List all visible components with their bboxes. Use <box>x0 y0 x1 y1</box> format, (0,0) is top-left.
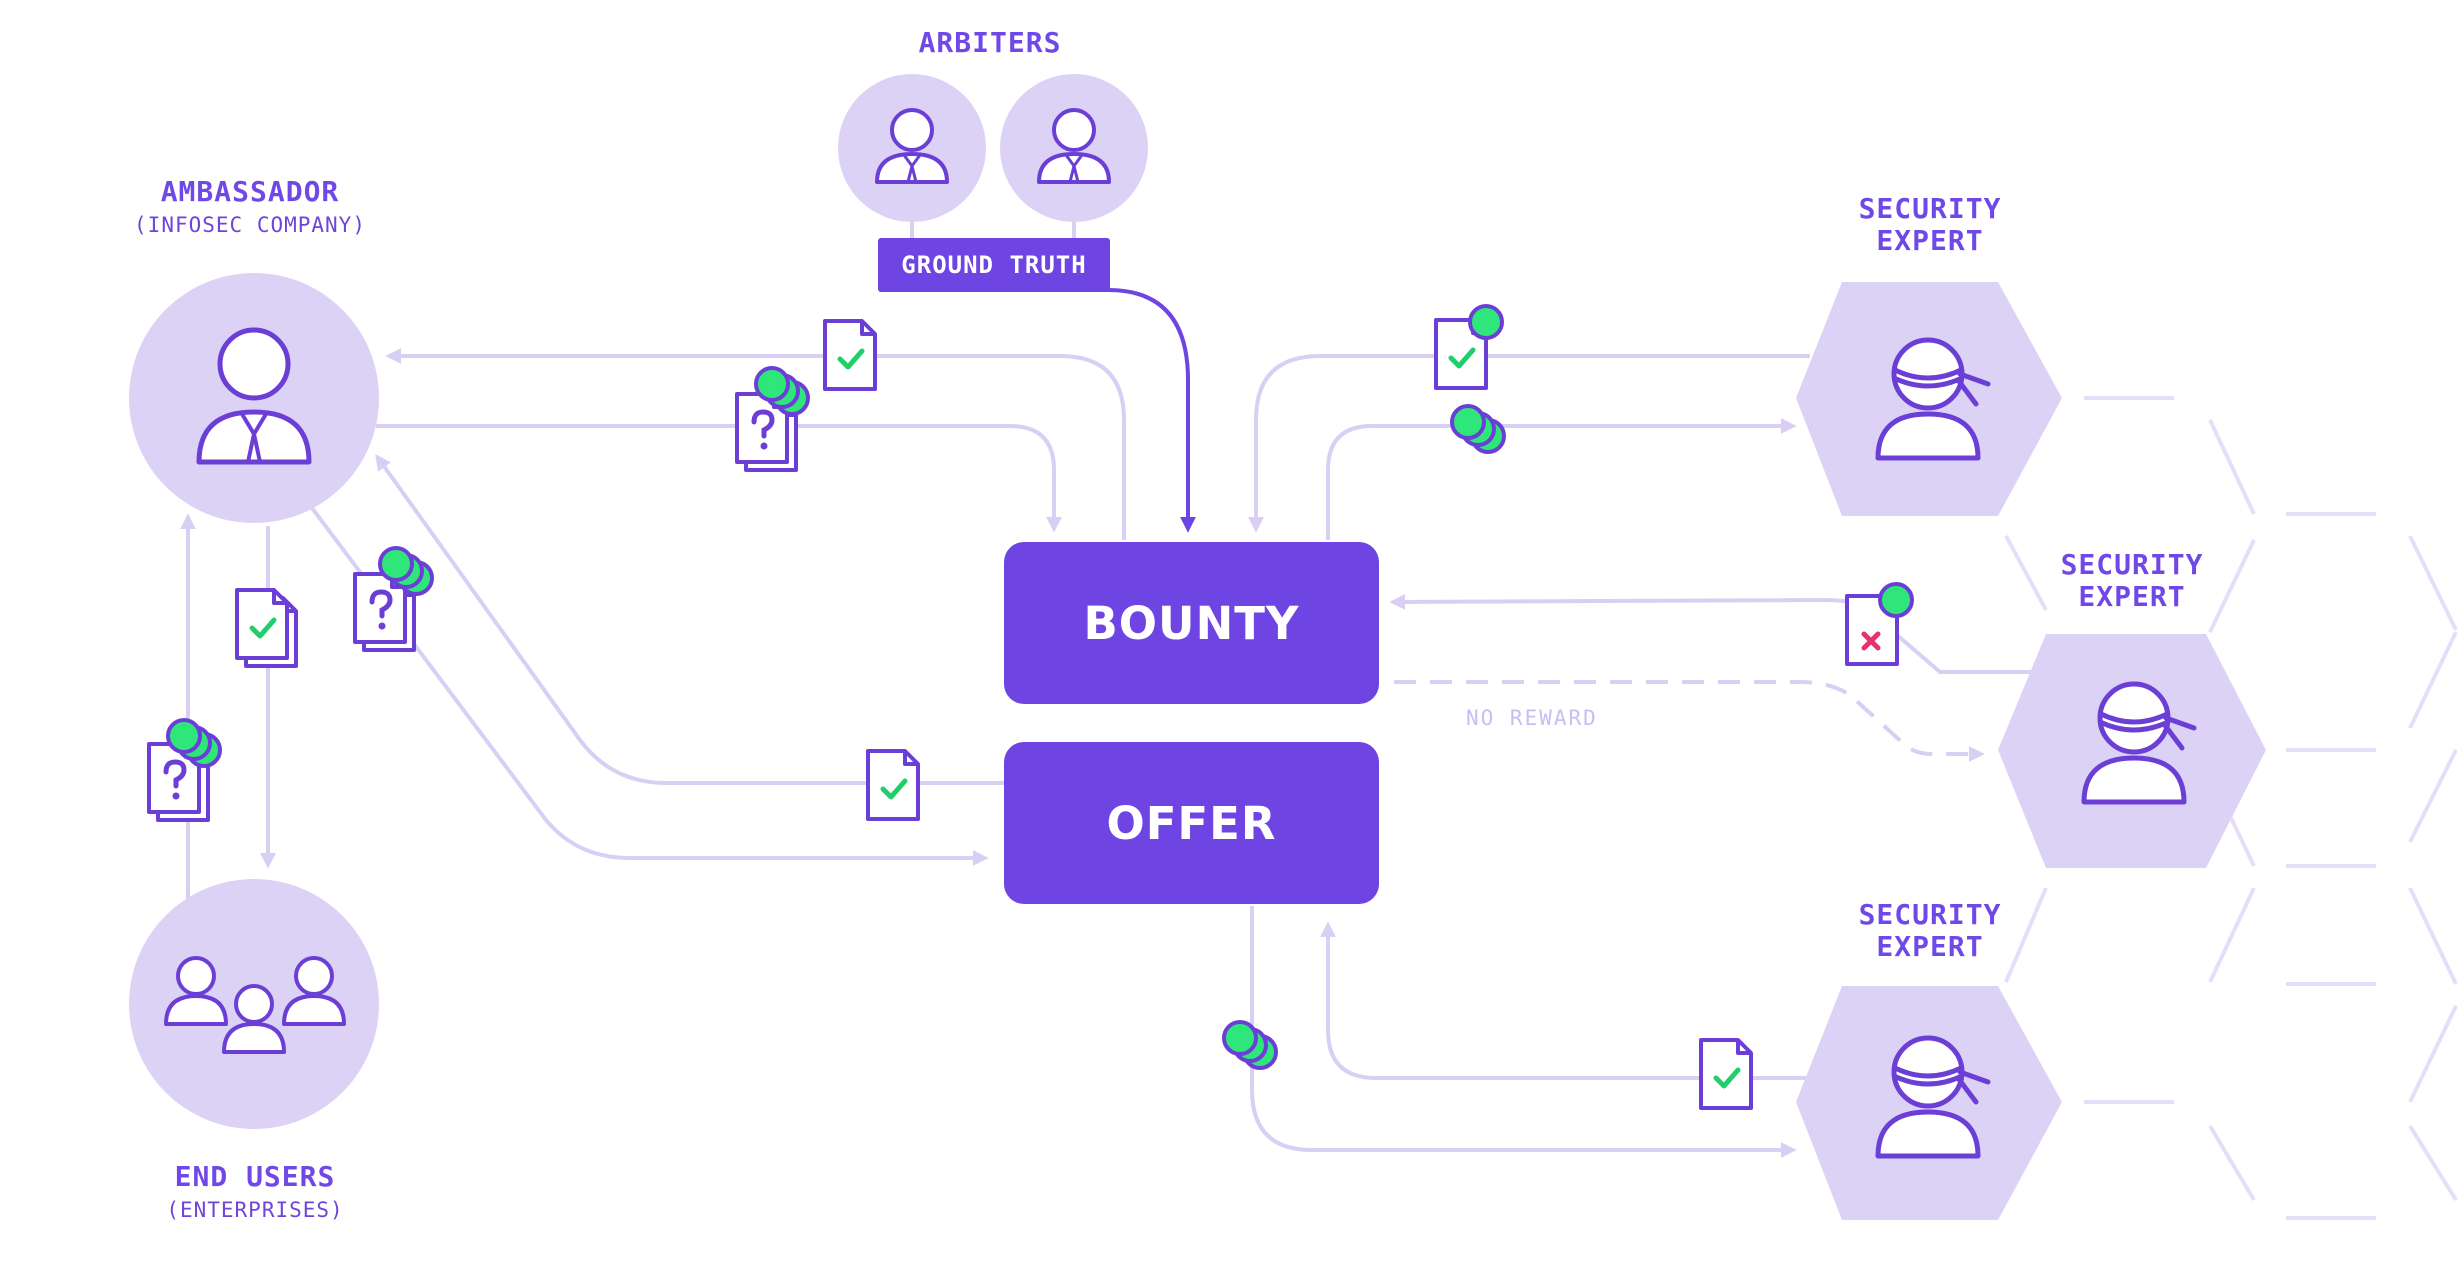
offer-box: OFFER <box>1004 742 1379 904</box>
security-expert-node-3 <box>1796 986 2062 1220</box>
security-expert-label-3-line2: EXPERT <box>1876 930 1984 963</box>
arrow-ambassador-to-offer <box>310 506 989 866</box>
arbiter-node-2 <box>1000 74 1148 222</box>
end-users-label: END USERS <box>174 1160 336 1193</box>
token-stack-icon <box>1224 1022 1276 1068</box>
document-check-icon <box>825 321 875 389</box>
arrow-offer-to-expert <box>1250 906 1797 1158</box>
arrow-expert-to-bounty-2 <box>1389 593 2040 674</box>
document-check-icon <box>868 751 918 819</box>
ground-truth-tag: GROUND TRUTH <box>878 238 1110 292</box>
hexagon-pattern <box>2004 396 2458 1220</box>
token-stack-icon <box>1452 406 1504 452</box>
security-expert-label-2-line1: SECURITY <box>2060 548 2204 581</box>
end-users-sublabel: (ENTERPRISES) <box>166 1198 344 1222</box>
bounty-box: BOUNTY <box>1004 542 1379 704</box>
security-expert-node-1 <box>1796 282 2062 516</box>
arrow-no-reward <box>1394 680 1985 762</box>
arrow-bounty-to-ambassador <box>385 348 1126 540</box>
ambassador-node <box>129 273 379 523</box>
security-expert-label-1-line1: SECURITY <box>1858 192 2002 225</box>
arbiters-label: ARBITERS <box>918 26 1062 59</box>
no-reward-label: NO REWARD <box>1466 706 1598 730</box>
arrow-expert-to-offer <box>1320 921 1810 1080</box>
arrow-ambassador-to-bounty <box>376 424 1062 533</box>
document-check-icon <box>237 590 296 666</box>
token-icon <box>1878 582 1914 618</box>
arrow-expert-to-bounty-1 <box>1248 354 1810 533</box>
document-check-icon <box>1701 1040 1751 1108</box>
security-expert-label-3-line1: SECURITY <box>1858 898 2002 931</box>
security-expert-node-2 <box>1998 634 2266 868</box>
security-expert-label-1-line2: EXPERT <box>1876 224 1984 257</box>
arrow-bounty-to-expert-1 <box>1326 418 1797 540</box>
arrow-ground-truth-to-bounty <box>1107 288 1196 533</box>
ambassador-label: AMBASSADOR <box>160 175 340 208</box>
security-expert-label-2-line2: EXPERT <box>2078 580 2186 613</box>
token-icon <box>1468 304 1504 340</box>
arbiter-node-1 <box>838 74 986 222</box>
arrow-offer-to-ambassador <box>375 454 1006 785</box>
ambassador-sublabel: (INFOSEC COMPANY) <box>134 213 366 237</box>
end-users-node <box>129 879 379 1129</box>
